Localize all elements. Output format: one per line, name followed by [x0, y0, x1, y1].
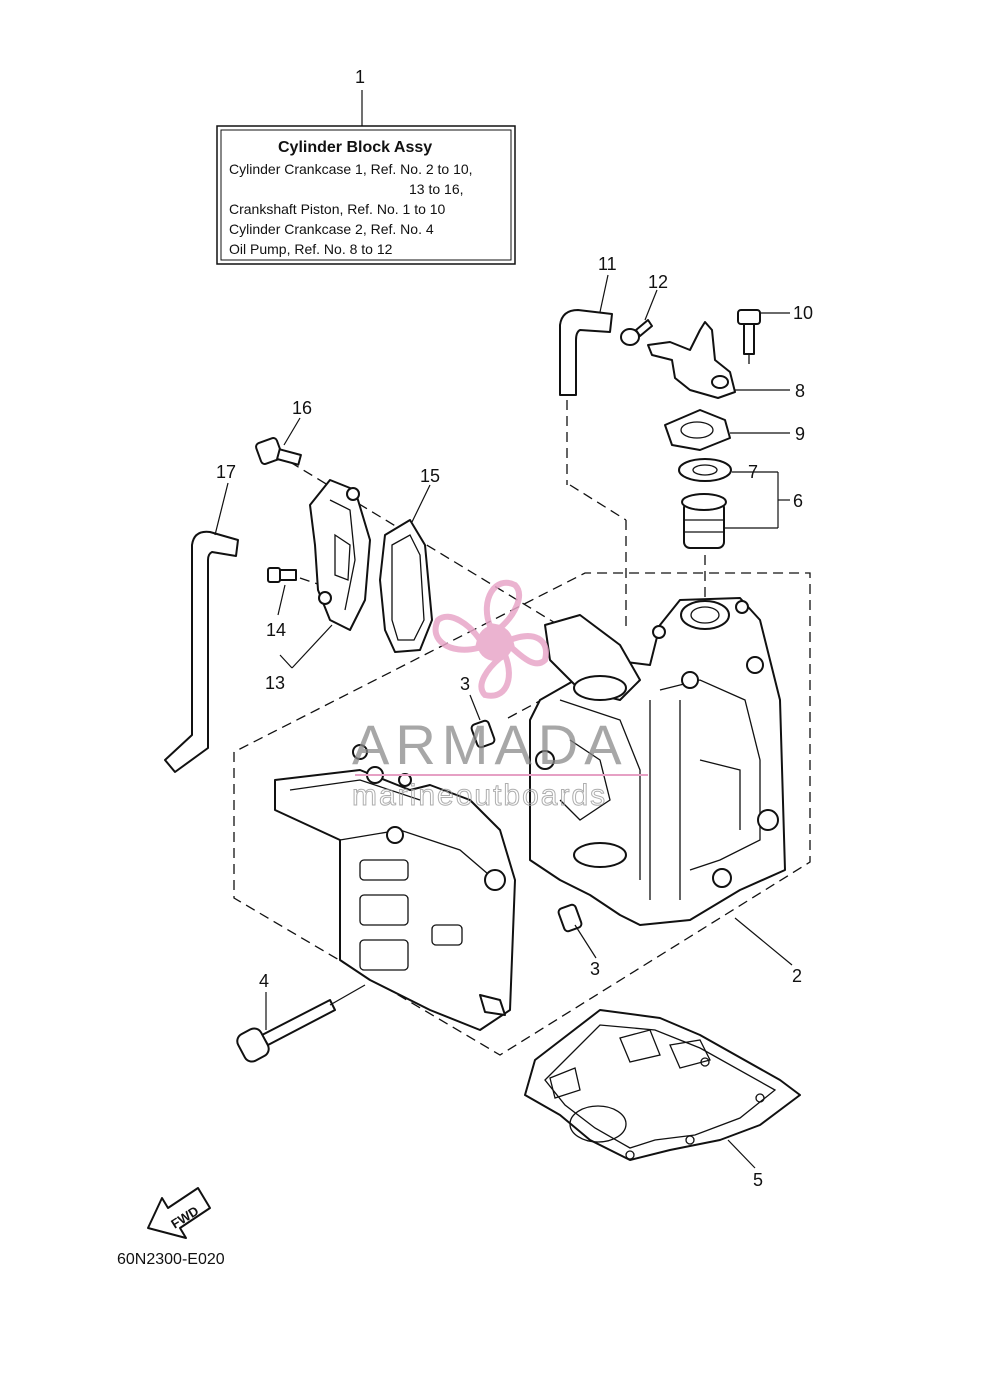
thermostat-gasket-part — [664, 409, 790, 451]
info-box-line-4: Cylinder Crankcase 2, Ref. No. 4 — [229, 221, 434, 237]
watermark-brand: ARMADA — [352, 713, 628, 776]
exhaust-cover-screw-part — [267, 567, 297, 616]
info-box-line-5: Oil Pump, Ref. No. 8 to 12 — [229, 241, 393, 257]
assembly-dashed-outline — [233, 400, 811, 1056]
callout-9: 9 — [795, 424, 805, 444]
callout-17: 17 — [216, 462, 236, 482]
exhaust-cover-part — [279, 479, 371, 669]
base-gasket-part — [524, 1009, 801, 1169]
callout-1: 1 — [355, 67, 365, 87]
exhaust-cover-gasket-part — [379, 484, 433, 653]
callout-3-upper: 3 — [460, 674, 470, 694]
callout-15: 15 — [420, 466, 440, 486]
exhaust-cover-bolt-part — [255, 417, 302, 466]
callout-2: 2 — [792, 966, 802, 986]
dowel-pin-lower — [557, 903, 597, 959]
crankcase-bolt-part — [236, 984, 366, 1063]
callout-7: 7 — [748, 462, 758, 482]
thermostat-cover-gasket-ring — [678, 458, 790, 501]
info-box-line-2: 13 to 16, — [409, 181, 464, 197]
watermark-tagline: marineoutboards — [352, 779, 607, 812]
callout-5: 5 — [753, 1170, 763, 1190]
diagram-code: 60N2300-E020 — [117, 1251, 225, 1268]
cylinder-block-part — [529, 597, 793, 966]
info-box: 1 Cylinder Block Assy Cylinder Crankcase… — [216, 67, 516, 265]
callout-16: 16 — [292, 398, 312, 418]
propeller-logo-icon — [432, 579, 549, 699]
fwd-arrow-icon: FWD — [147, 1187, 211, 1239]
callout-14: 14 — [266, 620, 286, 640]
info-box-title: Cylinder Block Assy — [278, 139, 432, 156]
thermostat-cover-bolt-part — [737, 309, 790, 370]
hose-clip-part — [620, 289, 658, 346]
armada-watermark: ARMADA marineoutboards — [352, 579, 648, 813]
callout-6: 6 — [793, 491, 803, 511]
thermostat-part — [681, 472, 779, 549]
info-box-line-1: Cylinder Crankcase 1, Ref. No. 2 to 10, — [229, 161, 473, 177]
water-hose-upper-part — [559, 274, 613, 396]
crankcase-part — [274, 744, 516, 1031]
callout-8: 8 — [795, 381, 805, 401]
callout-12: 12 — [648, 272, 668, 292]
callout-11: 11 — [598, 254, 617, 274]
callout-3-lower: 3 — [590, 959, 600, 979]
callout-13: 13 — [265, 673, 285, 693]
thermostat-cover-part — [647, 321, 790, 399]
callout-labels: 2 3 3 4 5 6 7 8 9 10 11 12 13 14 15 16 1… — [216, 254, 813, 1190]
callout-10: 10 — [793, 303, 813, 323]
water-hose-lower-part — [164, 482, 239, 773]
callout-4: 4 — [259, 971, 269, 991]
info-box-line-3: Crankshaft Piston, Ref. No. 1 to 10 — [229, 201, 446, 217]
dowel-pin-upper — [469, 694, 496, 749]
